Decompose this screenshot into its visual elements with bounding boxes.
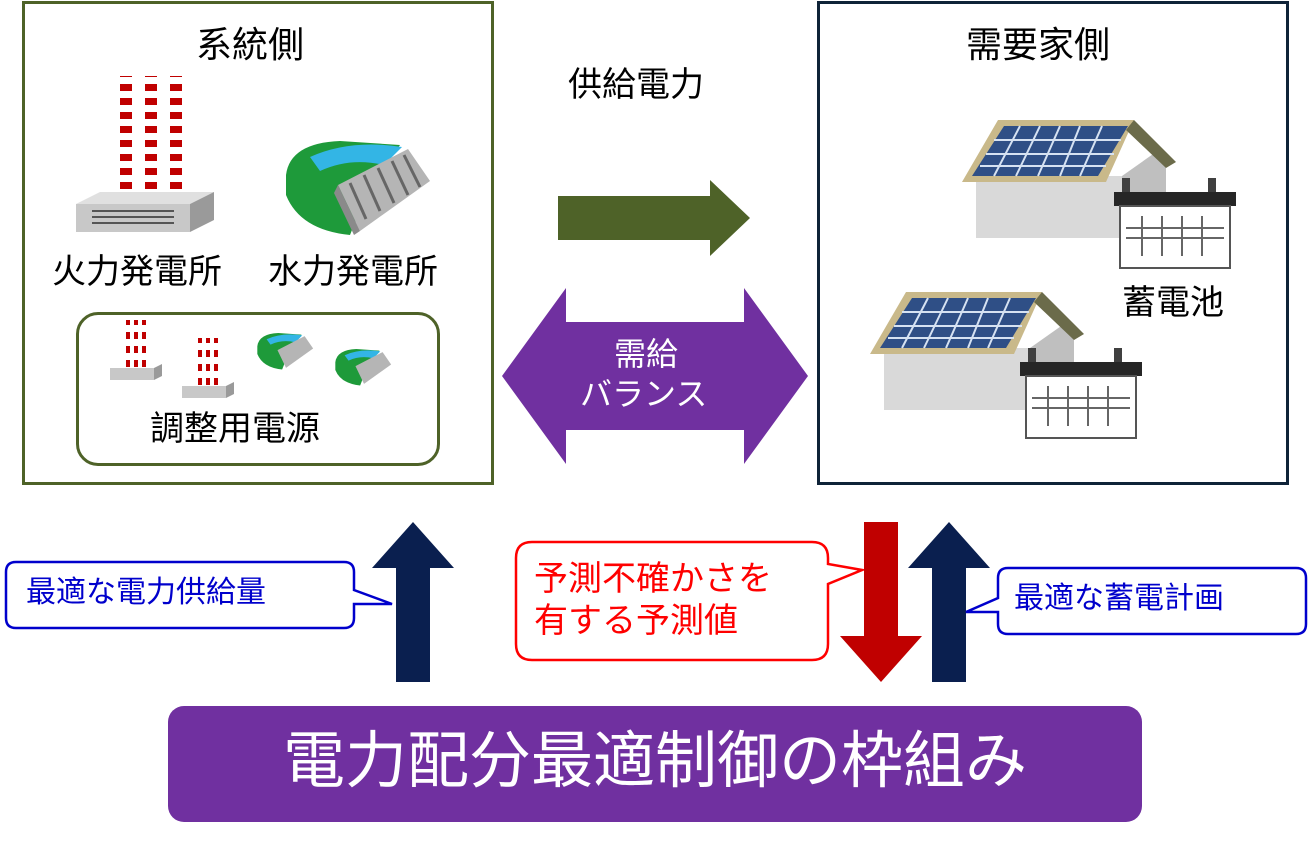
battery-label: 蓄電池 bbox=[1122, 283, 1224, 323]
grid-side-title: 系統側 bbox=[196, 25, 305, 66]
hydro-plant-icon bbox=[286, 141, 430, 235]
uncertain-prediction-line1: 予測不確かさを bbox=[534, 559, 772, 599]
balance-label-line2: バランス bbox=[580, 375, 708, 413]
battery-icon-2 bbox=[1020, 348, 1142, 439]
small-thermal-plant-icon bbox=[110, 320, 162, 380]
adjustment-source-box bbox=[76, 312, 440, 466]
framework-banner bbox=[168, 706, 1142, 822]
demand-side-title: 需要家側 bbox=[966, 25, 1111, 66]
supply-power-label: 供給電力 bbox=[568, 65, 704, 105]
solar-house-icon bbox=[962, 120, 1176, 238]
framework-title: 電力配分最適制御の枠組み bbox=[282, 724, 1027, 797]
optimal-supply-callout-text: 最適な電力供給量 bbox=[26, 575, 266, 610]
optimal-supply-up-arrow bbox=[372, 522, 454, 682]
small-hydro-plant-icon-2 bbox=[335, 349, 392, 386]
solar-house-icon-2 bbox=[870, 292, 1084, 410]
grid-side-box bbox=[22, 1, 494, 485]
hydro-plant-label: 水力発電所 bbox=[268, 252, 438, 292]
optimal-storage-callout-text: 最適な蓄電計画 bbox=[1014, 581, 1224, 616]
thermal-plant-label: 火力発電所 bbox=[52, 252, 222, 292]
optimal-supply-callout-shape bbox=[4, 560, 393, 630]
thermal-plant-icon bbox=[76, 76, 214, 232]
supply-arrow bbox=[558, 180, 750, 256]
supply-demand-balance-arrow bbox=[502, 288, 808, 464]
optimal-storage-callout-shape bbox=[965, 566, 1308, 636]
balance-label-line1: 需給 bbox=[614, 335, 679, 373]
battery-icon bbox=[1114, 178, 1236, 269]
adjustment-source-label: 調整用電源 bbox=[150, 409, 320, 449]
uncertain-prediction-line2: 有する予測値 bbox=[534, 601, 738, 641]
demand-side-box bbox=[817, 1, 1289, 485]
prediction-down-arrow bbox=[840, 522, 922, 682]
optimal-storage-up-arrow bbox=[908, 522, 990, 682]
small-thermal-plant-icon-2 bbox=[182, 338, 234, 398]
small-hydro-plant-icon bbox=[257, 333, 314, 370]
uncertain-prediction-callout-shape bbox=[514, 540, 866, 662]
